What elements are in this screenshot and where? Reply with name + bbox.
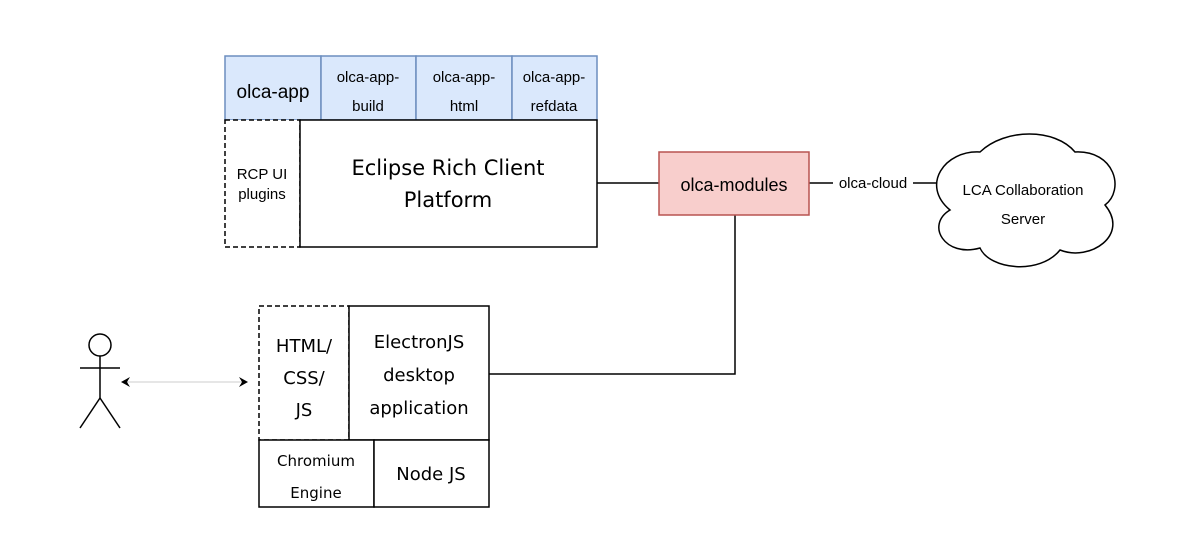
olca-app-html-label-line1: olca-app-	[433, 69, 496, 86]
electron-app-box: ElectronJS desktop application	[348, 305, 490, 441]
user-side-arrowhead	[121, 377, 130, 387]
rcp-ui-plugins-box: RCP UI plugins	[224, 119, 301, 248]
rcp-ui-plugins-label-line1: RCP UI	[237, 166, 288, 183]
chromium-label-line1: Chromium	[277, 452, 355, 470]
electron-label-line2: desktop	[383, 365, 455, 386]
html-css-js-box: HTML/ CSS/ JS	[258, 305, 350, 441]
web-label-line3: JS	[295, 400, 313, 421]
eclipse-rcp-box: Eclipse Rich Client Platform	[299, 119, 598, 248]
eclipse-rcp-label-line2: Platform	[404, 188, 493, 212]
chromium-label-line2: Engine	[290, 484, 341, 502]
chromium-engine-box: Chromium Engine	[258, 439, 375, 508]
server-label-line1: LCA Collaboration	[963, 182, 1084, 199]
eclipse-rcp-label-line1: Eclipse Rich Client	[351, 156, 544, 180]
electron-label-line3: application	[369, 398, 468, 419]
olca-cloud-label: olca-cloud	[839, 175, 907, 192]
olca-app-refdata-label-line2: refdata	[531, 98, 578, 115]
olca-cloud-label-bg	[833, 172, 913, 194]
lca-collaboration-server-cloud: LCA Collaboration Server	[936, 133, 1116, 268]
electron-label-line1: ElectronJS	[374, 332, 465, 353]
olca-modules-label: olca-modules	[680, 175, 787, 195]
modules-to-electron-connector	[489, 215, 736, 375]
olca-app-html-tab: olca-app- html	[415, 55, 513, 121]
olca-app-tab: olca-app	[224, 55, 322, 121]
olca-app-build-label-line1: olca-app-	[337, 69, 400, 86]
olca-app-html-label-line2: html	[450, 98, 478, 115]
olca-app-build-label-line2: build	[352, 98, 384, 115]
node-js-label: Node JS	[396, 464, 465, 485]
olca-modules-box: olca-modules	[658, 151, 810, 216]
olca-app-refdata-label-line1: olca-app-	[523, 69, 586, 86]
olca-app-build-tab: olca-app- build	[320, 55, 417, 121]
web-label-line2: CSS/	[283, 368, 325, 389]
user-actor-icon	[79, 333, 121, 429]
olca-app-label: olca-app	[237, 82, 310, 103]
rcp-ui-plugins-label-line2: plugins	[238, 186, 286, 203]
web-label-line1: HTML/	[276, 336, 333, 357]
web-side-arrowhead	[239, 377, 248, 387]
olca-app-refdata-tab: olca-app- refdata	[511, 55, 598, 121]
node-js-box: Node JS	[373, 439, 490, 508]
server-label-line2: Server	[1001, 211, 1045, 228]
